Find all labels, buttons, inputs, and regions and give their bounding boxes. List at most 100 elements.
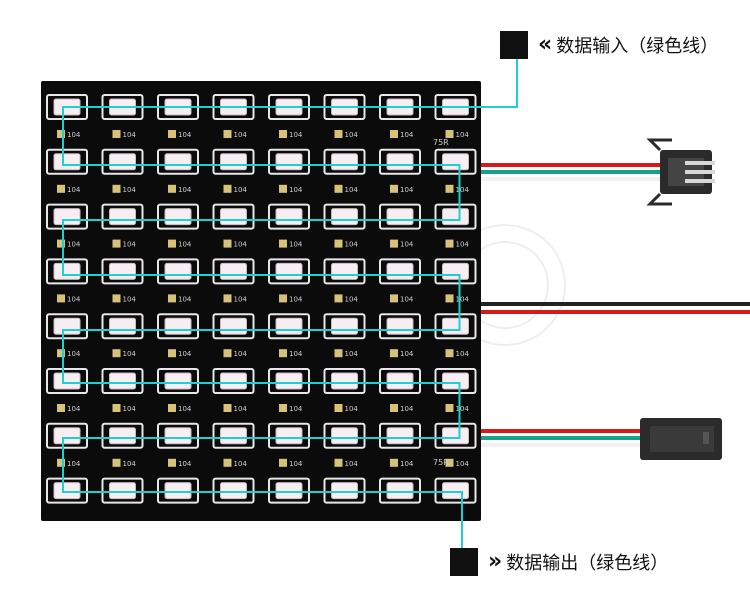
led-body <box>275 372 303 390</box>
resistor-label: 104 <box>456 295 470 303</box>
resistor-chip <box>279 458 287 467</box>
resistor-chip <box>112 458 121 467</box>
resistor-chip <box>223 239 232 248</box>
data-input-text: 数据输入（绿色线） <box>556 36 719 57</box>
resistor-label: 104 <box>67 405 81 413</box>
resistor-label: 104 <box>289 186 303 194</box>
resistor-label: 104 <box>289 405 303 413</box>
led-pad <box>101 422 144 449</box>
resistor-label: 104 <box>178 405 192 413</box>
led-body <box>442 427 469 445</box>
resistor-label: 104 <box>345 350 359 358</box>
led-body <box>164 372 192 390</box>
resistor-chip <box>112 294 121 303</box>
resistor-label: 104 <box>123 405 137 413</box>
resistor-chip <box>57 184 65 193</box>
led-body <box>386 317 414 335</box>
led-pad <box>268 203 310 230</box>
led-pad <box>46 203 88 230</box>
led-pad <box>434 313 477 340</box>
resistor-chip <box>112 404 121 412</box>
led-body <box>275 427 303 445</box>
resistor-label: 104 <box>400 460 414 468</box>
led-pad <box>46 477 88 504</box>
led-pad <box>46 148 88 175</box>
led-pad <box>323 258 366 285</box>
resistor-label: 104 <box>345 241 359 249</box>
led-pad <box>212 148 255 175</box>
led-pad <box>434 368 477 394</box>
resistor-label: 104 <box>123 241 137 249</box>
resistor-chip <box>168 349 176 358</box>
latch <box>646 138 672 152</box>
led-pad <box>157 258 199 285</box>
resistor-chip <box>445 239 454 248</box>
led-pad <box>157 203 199 230</box>
resistor-label: 104 <box>345 295 359 303</box>
resistor-labels: 104 104 104 104 104 104 104 104 104 104 104 104 104 1… <box>57 130 469 468</box>
resistor-label: 104 <box>456 350 470 358</box>
led-pad <box>268 422 310 449</box>
wires-group <box>479 163 750 447</box>
led-pad <box>379 313 421 340</box>
led-pad <box>46 258 88 285</box>
led-pad <box>379 148 421 175</box>
led-body <box>442 482 469 500</box>
led-pad <box>101 203 144 230</box>
resistor-label: 104 <box>400 131 414 139</box>
led-pad <box>157 422 199 449</box>
led-pad <box>268 477 310 504</box>
resistor-chip <box>279 294 287 303</box>
led-pad <box>379 368 421 394</box>
resistor-chip <box>334 294 343 303</box>
resistor-chip <box>112 349 121 358</box>
led-pad <box>323 203 366 230</box>
resistor-chip <box>168 294 176 303</box>
led-pad <box>212 313 255 340</box>
resistor-label: 104 <box>400 295 414 303</box>
led-pad <box>379 422 421 449</box>
led-body <box>331 317 358 335</box>
led-body <box>442 317 469 335</box>
led-body <box>386 427 414 445</box>
led-body <box>164 427 192 445</box>
resistor-chip <box>223 404 232 412</box>
resistor-label: 104 <box>345 405 359 413</box>
led-body <box>331 427 358 445</box>
led-body <box>53 153 81 171</box>
led-body <box>275 262 303 280</box>
resistor-chip <box>390 349 398 358</box>
led-body <box>220 262 247 280</box>
led-pad <box>434 148 477 175</box>
resistor-label: 104 <box>178 241 192 249</box>
resistor-chip <box>57 130 65 138</box>
data-line-path <box>62 46 518 548</box>
led-body <box>109 262 136 280</box>
led-body <box>220 482 247 500</box>
resistor-label: 104 <box>289 241 303 249</box>
data-line <box>62 46 518 548</box>
led-pad <box>157 368 199 394</box>
resistor-label: 104 <box>400 405 414 413</box>
resistor-chip <box>168 239 176 248</box>
resistor-label: 104 <box>289 131 303 139</box>
led-body <box>331 482 358 500</box>
resistor-chip <box>334 239 343 248</box>
led-body <box>53 482 81 500</box>
led-pad <box>212 203 255 230</box>
led-body <box>53 427 81 445</box>
led-pad <box>268 148 310 175</box>
led-body <box>331 372 358 390</box>
led-body <box>331 262 358 280</box>
resistor-chip <box>334 349 343 358</box>
resistor-chip <box>223 294 232 303</box>
resistor-chip <box>223 184 232 193</box>
led-body <box>164 262 192 280</box>
connector-pin <box>685 170 715 174</box>
resistor-label: 104 <box>289 350 303 358</box>
black-square-icon <box>500 31 528 59</box>
led-pad <box>379 258 421 285</box>
pcb-board <box>41 81 481 521</box>
resistor-chip <box>445 458 454 467</box>
led-body <box>53 262 81 280</box>
